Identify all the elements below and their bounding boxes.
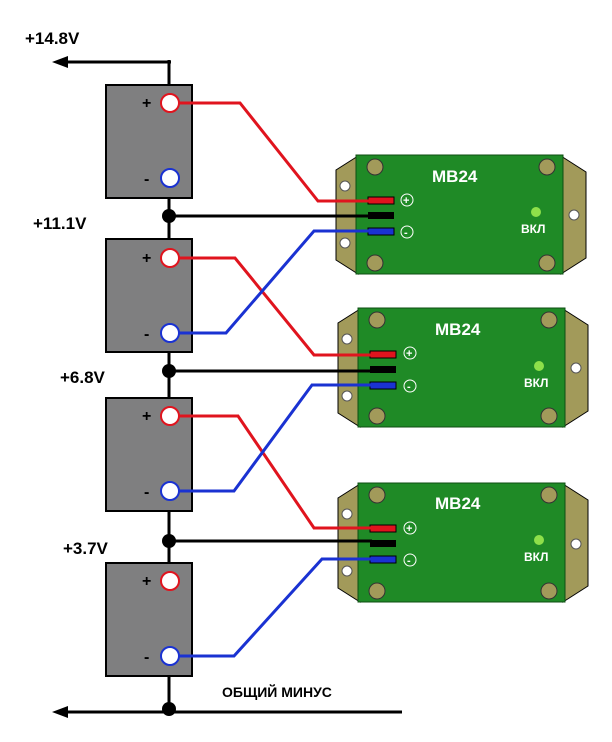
battery-cell: + - [105,238,193,353]
plus-wire [179,256,372,357]
tap-voltage-label: +6.8V [60,368,106,387]
junction-dot [162,209,176,223]
module-led-label: ВКЛ [524,550,548,564]
module-title: MB24 [435,320,481,339]
cell-minus-sign: - [144,171,149,188]
module-minus-sign: - [407,555,411,567]
minus-wire [179,383,372,493]
cell-plus-sign: + [142,408,151,425]
cell-minus-sign: - [144,649,149,666]
cell-plus-sign: + [142,95,151,112]
balancer-module: MB24 ВКЛ + - [335,154,587,275]
module-led-label: ВКЛ [521,222,545,236]
cell-plus-terminal [160,93,180,113]
minus-wire [179,557,372,658]
cell-minus-terminal [160,646,180,666]
cell-minus-sign: - [144,326,149,343]
module-minus-sign: - [407,381,411,393]
cell-plus-terminal [160,406,180,426]
top-output-arrow [52,56,68,68]
module-plus-sign: + [406,523,412,535]
battery-cell: + - [105,562,193,677]
cell-plus-terminal [160,571,180,591]
module-led-label: ВКЛ [524,376,548,390]
module-title: MB24 [435,494,481,513]
plus-wire [179,101,370,203]
cell-plus-terminal [160,248,180,268]
top-voltage-label: +14.8V [25,29,80,48]
plus-wire [179,414,372,530]
balancer-module: MB24 ВКЛ + - [337,307,589,428]
common-minus-arrow [52,706,68,718]
battery-cell: + - [105,84,193,199]
cell-minus-terminal [160,323,180,343]
tap-voltage-label: +11.1V [33,214,87,233]
balancer-module: MB24 ВКЛ + - [337,482,589,603]
module-left-end [337,483,361,603]
cell-plus-sign: + [142,573,151,590]
tap-voltage-label: +3.7V [63,539,109,558]
module-led [531,207,541,217]
junction-dot [162,534,176,548]
cell-minus-terminal [160,481,180,501]
junction-dot [162,364,176,378]
cell-minus-sign: - [144,484,149,501]
minus-wire [179,229,370,335]
module-minus-sign: - [404,227,408,239]
battery-cell: + - [105,397,193,512]
module-led [534,535,544,545]
module-led [534,361,544,371]
cell-plus-sign: + [142,250,151,267]
module-plus-sign: + [406,348,412,360]
common-minus-label: ОБЩИЙ МИНУС [222,683,332,700]
module-title: MB24 [432,167,478,186]
module-left-end [337,308,361,428]
module-plus-sign: + [403,195,409,207]
junction-dot [162,702,176,716]
cell-minus-terminal [160,168,180,188]
